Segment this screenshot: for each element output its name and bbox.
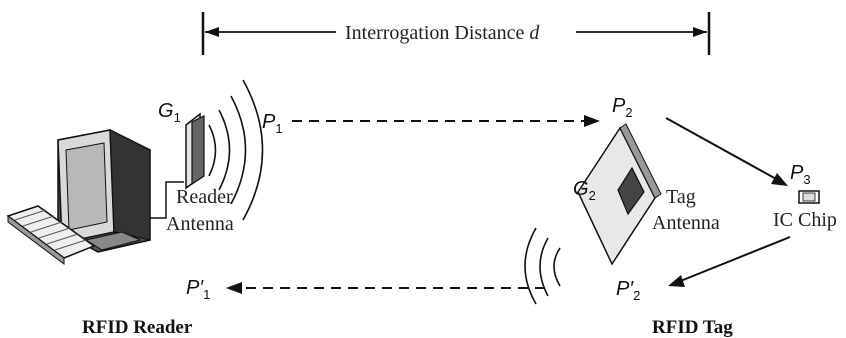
reader-antenna-icon [185, 112, 205, 190]
p1-label: P1 [262, 111, 283, 136]
tag-antenna-icon [577, 123, 662, 266]
rfid-reader-caption: RFID Reader [82, 317, 193, 338]
tag-wave-icon [524, 227, 561, 305]
ic-chip-label: IC Chip [773, 209, 837, 231]
antenna-cable [150, 181, 184, 219]
reader-wave-icon [208, 79, 264, 221]
distance-label: Interrogation Distance d [345, 22, 540, 44]
rfid-tag-caption: RFID Tag [652, 317, 733, 338]
p2-prime-label: P′2 [616, 278, 640, 303]
distance-dimension: Interrogation Distance d [201, 12, 711, 55]
p3-label: P3 [790, 162, 811, 187]
tag-antenna-label: Tag [666, 186, 696, 208]
p1-prime-label: P′1 [186, 277, 210, 302]
chip-to-tag-arrow [677, 236, 791, 283]
reader-gain-label: G1 [158, 100, 181, 125]
tag-antenna-label-2: Antenna [652, 212, 720, 234]
keyboard-icon [6, 205, 96, 265]
reader-antenna-label: Reader [176, 186, 233, 208]
p2-label: P2 [612, 95, 633, 120]
computer-icon [57, 129, 151, 253]
tag-to-chip-arrow [665, 117, 779, 181]
tag-gain-label: G2 [573, 178, 596, 203]
reader-antenna-label-2: Antenna [166, 213, 234, 235]
ic-chip-icon [798, 190, 820, 204]
